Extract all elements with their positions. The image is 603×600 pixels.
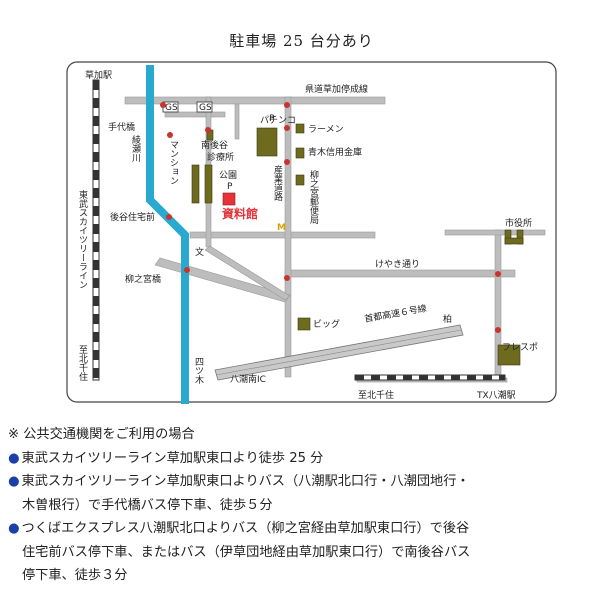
label-tesirobashi: 手代橋 bbox=[108, 121, 135, 133]
note-1-line-1: 東武スカイツリーライン草加駅東口より徒歩 25 分 bbox=[21, 450, 324, 466]
label-fressupo: フレスポ bbox=[502, 342, 538, 353]
note-2-line-2: 木曽根行）で手代橋バス停下車、徒歩５分 bbox=[22, 497, 273, 513]
sangyo-road bbox=[284, 96, 292, 378]
signal-9 bbox=[284, 275, 290, 281]
mcd-icon: M bbox=[277, 223, 286, 233]
pachinko-building bbox=[256, 127, 278, 157]
bullet-icon: ● bbox=[8, 521, 20, 536]
shiryokan-building bbox=[222, 192, 236, 206]
ramen-building bbox=[295, 123, 305, 134]
bullet-icon: ● bbox=[8, 450, 20, 466]
label-to-kitasenju-bottom: 至北千住 bbox=[358, 389, 394, 401]
prefectural-road bbox=[124, 96, 386, 105]
signal-5 bbox=[167, 132, 173, 138]
signal-4 bbox=[284, 159, 290, 165]
label-yanagi-post: 柳之宮郵便局 bbox=[308, 169, 319, 225]
gs-box-2 bbox=[196, 101, 213, 113]
label-keyaki: けやき通り bbox=[375, 259, 420, 270]
label-mansion: マンション bbox=[168, 140, 178, 185]
signal-11 bbox=[495, 327, 501, 333]
signal-8 bbox=[184, 267, 190, 273]
big-building bbox=[297, 317, 311, 331]
label-minami-goya: 南後谷 bbox=[201, 139, 228, 151]
label-big: ビッグ bbox=[313, 318, 340, 330]
road-right-h bbox=[444, 229, 546, 236]
note-3-line-1: つくばエクスプレス八潮駅北口よりバス（柳之宮経由草加駅東口行）で後谷 bbox=[21, 521, 470, 536]
label-yotsugi: 四ツ木 bbox=[193, 357, 204, 385]
label-soka-station: 草加駅 bbox=[85, 69, 112, 81]
label-pachinko: パチンコ bbox=[260, 115, 296, 126]
yanagi-post-building bbox=[295, 174, 305, 186]
notes-heading: ※ 公共交通機関をご利用の場合 bbox=[8, 427, 195, 442]
aoki-bank-building bbox=[295, 147, 305, 159]
expressway-center bbox=[215, 329, 462, 376]
landmarks bbox=[191, 123, 521, 366]
label-kashiwa: 柏 bbox=[443, 313, 452, 325]
tobu-railway bbox=[92, 79, 100, 381]
mansion-building bbox=[191, 164, 200, 204]
note-item-1: ●東武スカイツリーライン草加駅東口より徒歩 25 分 bbox=[8, 447, 598, 471]
label-ramen: ラーメン bbox=[308, 124, 344, 135]
label-p2: P bbox=[227, 182, 233, 192]
traffic-signals bbox=[160, 102, 501, 333]
label-clinic: 診療所 bbox=[207, 151, 234, 163]
label-p1: P bbox=[269, 114, 275, 124]
note-item-2: ●東武スカイツリーライン草加駅東口よりバス（八潮駅北口行・八潮団地行・ 木曽根行… bbox=[8, 470, 598, 517]
label-aoki-bank: 青木信用金庫 bbox=[308, 146, 362, 158]
fressupo-building bbox=[497, 344, 521, 366]
road-north bbox=[164, 111, 226, 118]
label-yanaginomiya-bashi: 柳之宮橋 bbox=[125, 273, 161, 285]
signal-2 bbox=[284, 102, 290, 108]
note-item-3: ●つくばエクスプレス八潮駅北口よりバス（柳之宮経由草加駅東口行）で後谷 住宅前バ… bbox=[8, 517, 598, 588]
label-gs1: GS bbox=[165, 103, 178, 113]
label-tx-yashio: TX八潮駅 bbox=[476, 389, 516, 401]
road-mid-h bbox=[189, 231, 376, 239]
label-park: 公園 bbox=[219, 170, 237, 181]
parking-note: 駐車場 25 台分あり bbox=[229, 32, 374, 50]
label-yashio-ic: 八潮南IC bbox=[230, 373, 266, 385]
keyaki-road bbox=[284, 269, 516, 278]
label-gs2: GS bbox=[199, 103, 212, 113]
note-3-line-3: 停下車、徒歩３分 bbox=[22, 568, 128, 583]
note-2-line-1: 東武スカイツリーライン草加駅東口よりバス（八潮駅北口行・八潮団地行・ bbox=[21, 474, 470, 489]
label-tobu-line: 東武スカイツリーライン bbox=[77, 189, 88, 289]
signal-7 bbox=[166, 214, 172, 220]
access-notes: ※ 公共交通機関をご利用の場合 ●東武スカイツリーライン草加駅東口より徒歩 25… bbox=[8, 423, 598, 588]
signal-3 bbox=[284, 125, 290, 131]
bullet-icon: ● bbox=[8, 474, 20, 489]
access-map: M 草加駅 県道草加停成線 GS GS 手代橋 南後谷 パチンコ P ラーメン … bbox=[66, 61, 557, 404]
label-ayase: 綾瀬川 bbox=[130, 134, 141, 162]
clinic-building bbox=[204, 164, 213, 204]
label-shiryokan: 資料館 bbox=[222, 206, 258, 221]
diagonal-road bbox=[204, 245, 291, 301]
label-sangyo-road: 産業道路 bbox=[272, 164, 283, 202]
label-bun: 文 bbox=[195, 246, 204, 258]
city-hall bbox=[504, 229, 524, 245]
label-shiyakusho: 市役所 bbox=[505, 217, 532, 229]
note-3-line-2: 住宅前バス停下車、またはバス（伊草団地経由草加駅東口行）で南後谷バス bbox=[22, 544, 471, 560]
road-mid-v bbox=[234, 103, 240, 140]
label-to-kitasenju-left: 至北千住 bbox=[77, 345, 88, 381]
signal-10 bbox=[495, 271, 501, 277]
label-prefectural-road: 県道草加停成線 bbox=[305, 83, 368, 95]
label-goya-jutaku: 後谷住宅前 bbox=[110, 211, 155, 223]
signal-6 bbox=[205, 127, 211, 133]
signal-1 bbox=[160, 102, 166, 108]
tx-railway bbox=[354, 374, 506, 381]
